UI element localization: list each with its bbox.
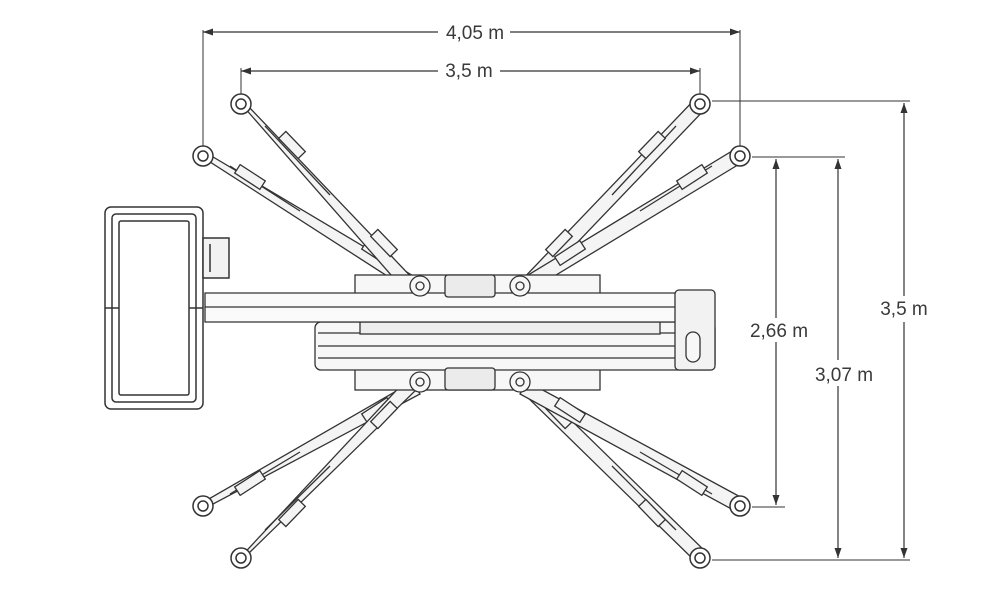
width-inner-label: 3,5 m [445,61,493,82]
span-inner-label: 2,66 m [750,321,808,342]
work-platform-basket [104,206,230,410]
outrigger-legs [197,97,747,563]
span-outer-label: 3,5 m [880,299,928,320]
foot-pad-bottom-right-outer [729,495,751,517]
foot-pad-bottom-left-outer [192,495,214,517]
outrigger-leg-bottom-left-inner [235,379,420,563]
foot-pad-top-right-inner [689,93,711,115]
foot-pad-top-left-outer [192,145,214,167]
chassis [204,274,716,393]
foot-pad-top-left-inner [230,93,252,115]
foot-pad-top-right-outer [729,145,751,167]
foot-pad-bottom-left-inner [230,547,252,569]
foot-pad-bottom-right-inner [689,547,711,569]
span-middle-label: 3,07 m [815,365,873,386]
width-outer-label: 4,05 m [446,23,504,44]
outrigger-feet [192,93,751,569]
label-backgrounds [438,20,934,386]
